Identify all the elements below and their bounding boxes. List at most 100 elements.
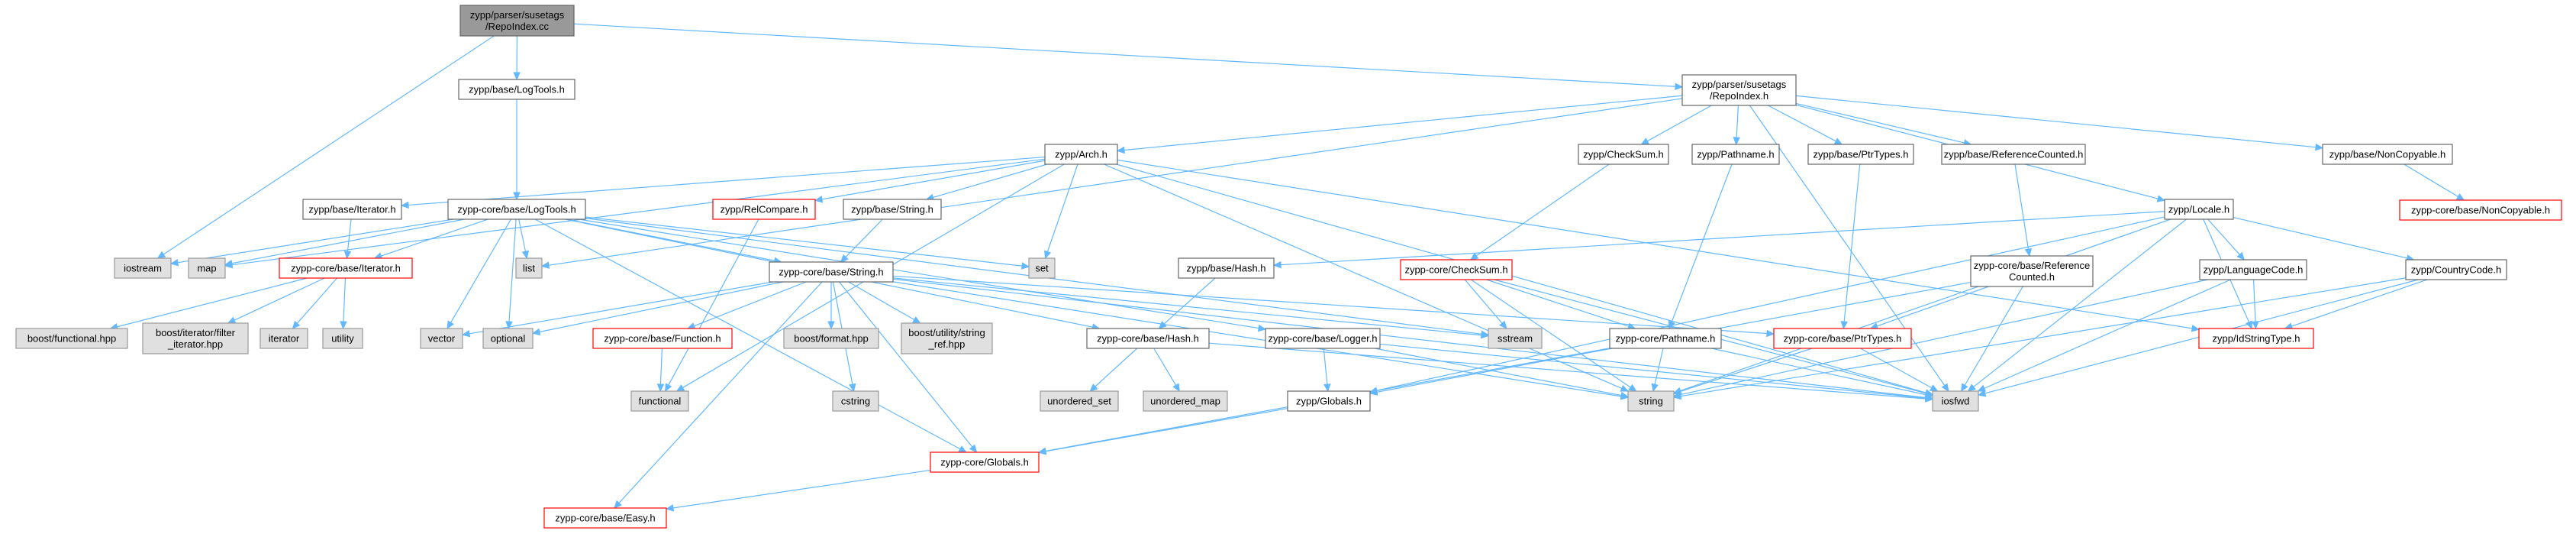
node-label: zypp-core/Pathname.h xyxy=(1616,333,1716,345)
graph-node-boost-filter-iter: boost/iterator/filter_iterator.hpp xyxy=(142,322,249,354)
graph-node-optional: optional xyxy=(482,328,534,349)
node-box xyxy=(2399,199,2562,221)
node-box xyxy=(1627,390,1675,412)
edge-core-logtools-to-list xyxy=(518,218,530,260)
edge-arch-to-string-std xyxy=(1104,163,1630,392)
graph-node-core-globals[interactable]: zypp-core/Globals.h xyxy=(930,451,1040,473)
graph-node-arch[interactable]: zypp/Arch.h xyxy=(1044,144,1118,165)
edge-locale-to-hash-h xyxy=(1272,211,2165,269)
edge-line xyxy=(469,281,773,335)
node-label: iosfwd xyxy=(1942,396,1970,407)
graph-node-core-checksum[interactable]: zypp-core/CheckSum.h xyxy=(1400,259,1513,280)
node-box xyxy=(515,257,543,279)
graph-node-core-iterator[interactable]: zypp-core/base/Iterator.h xyxy=(279,257,413,279)
node-box xyxy=(843,199,942,220)
edge-core-logtools-to-vector xyxy=(447,218,511,330)
graph-node-refcounted[interactable]: zypp/base/ReferenceCounted.h xyxy=(1941,144,2086,165)
edge-line xyxy=(1749,105,1946,386)
node-box xyxy=(630,390,689,412)
edge-ptrtypes-to-core-ptrtypes xyxy=(1840,163,1861,330)
graph-node-core-easy[interactable]: zypp-core/base/Easy.h xyxy=(543,507,667,529)
edge-line xyxy=(1486,279,1630,327)
graph-node-core-ptrtypes[interactable]: zypp-core/base/PtrTypes.h xyxy=(1773,328,1912,349)
edge-arrowhead xyxy=(656,384,665,393)
edge-core-globals-to-core-easy xyxy=(665,469,931,512)
edge-arrowhead xyxy=(686,322,696,329)
graph-node-core-hash[interactable]: zypp-core/base/Hash.h xyxy=(1086,328,1210,349)
edge-line xyxy=(1680,277,2407,397)
edge-arrowhead xyxy=(340,321,347,330)
edge-checksum-to-core-checksum xyxy=(1469,163,1610,261)
edge-zypp-globals-to-core-globals xyxy=(1037,407,1288,455)
edge-arrowhead xyxy=(1272,261,1282,269)
edge-repoindex-h-to-arch xyxy=(1116,95,1683,154)
graph-node-vector: vector xyxy=(420,328,463,349)
node-box xyxy=(2198,328,2314,349)
graph-node-core-string[interactable]: zypp-core/base/String.h xyxy=(769,261,894,283)
graph-node-idstringtype[interactable]: zypp/IdStringType.h xyxy=(2198,328,2314,349)
graph-node-countrycode[interactable]: zypp/CountryCode.h xyxy=(2405,259,2507,280)
edge-arrowhead xyxy=(1833,138,1843,145)
graph-node-core-pathname[interactable]: zypp-core/Pathname.h xyxy=(1609,328,1722,349)
node-label: zypp/base/ReferenceCounted.h xyxy=(1944,149,2084,160)
node-label: zypp/IdStringType.h xyxy=(2213,333,2300,345)
graph-node-string-h[interactable]: zypp/base/String.h xyxy=(843,199,942,220)
graph-node-checksum[interactable]: zypp/CheckSum.h xyxy=(1578,144,1669,165)
graph-node-root[interactable]: zypp/parser/susetags/RepoIndex.cc xyxy=(459,5,575,37)
edge-countrycode-to-idstringtype xyxy=(2284,279,2428,330)
graph-node-zypp-globals[interactable]: zypp/Globals.h xyxy=(1287,390,1371,412)
node-label: zypp/base/Hash.h xyxy=(1186,263,1265,274)
edge-line xyxy=(1376,216,2165,391)
edge-core-pathname-to-string-std xyxy=(1651,348,1664,393)
edge-locale-to-zypp-globals xyxy=(1369,216,2165,394)
graph-node-hash-h[interactable]: zypp/base/Hash.h xyxy=(1178,257,1275,279)
edge-line xyxy=(585,216,1023,267)
node-box xyxy=(1178,257,1275,279)
graph-node-noncopyable[interactable]: zypp/base/NonCopyable.h xyxy=(2322,144,2453,165)
node-box xyxy=(420,328,463,349)
edge-core-string-to-core-globals xyxy=(839,281,978,453)
graph-node-ptrtypes[interactable]: zypp/base/PtrTypes.h xyxy=(1807,144,1914,165)
graph-node-relcompare[interactable]: zypp/RelCompare.h xyxy=(712,199,816,220)
edge-line xyxy=(892,281,1622,397)
edge-logtools-to-core-logtools xyxy=(513,99,521,201)
graph-node-repoindex-h[interactable]: zypp/parser/susetags/RepoIndex.h xyxy=(1681,74,1797,106)
node-label: map xyxy=(197,263,216,274)
edge-line xyxy=(618,281,823,503)
graph-node-core-function[interactable]: zypp-core/base/Function.h xyxy=(592,328,733,349)
graph-node-core-refcounted[interactable]: zypp-core/base/ReferenceCounted.h xyxy=(1970,255,2094,287)
graph-node-core-noncopyable[interactable]: zypp-core/base/NonCopyable.h xyxy=(2399,199,2562,221)
edge-core-iterator-to-utility xyxy=(340,277,347,330)
graph-node-pathname[interactable]: zypp/Pathname.h xyxy=(1691,144,1780,165)
node-label: zypp-core/Globals.h xyxy=(940,457,1029,468)
node-label: zypp/CountryCode.h xyxy=(2411,264,2502,276)
graph-node-core-logger[interactable]: zypp-core/base/Logger.h xyxy=(1265,328,1381,349)
edge-core-logtools-to-iostream xyxy=(169,218,454,267)
edge-line xyxy=(1680,279,2208,396)
graph-node-logtools[interactable]: zypp/base/LogTools.h xyxy=(458,79,575,100)
edge-line xyxy=(450,218,511,323)
edge-arrowhead xyxy=(1089,384,1098,392)
node-box xyxy=(1681,74,1797,106)
graph-node-core-logtools[interactable]: zypp-core/base/LogTools.h xyxy=(447,199,586,220)
graph-node-languagecode[interactable]: zypp/LanguageCode.h xyxy=(2199,259,2307,280)
edge-pathname-to-core-pathname xyxy=(1668,163,1733,330)
node-label: sstream xyxy=(1498,333,1533,345)
edge-arrowhead xyxy=(292,320,301,329)
edge-arrowhead xyxy=(2252,321,2259,330)
edge-line xyxy=(892,275,1768,335)
edge-line xyxy=(508,218,517,322)
edge-core-string-to-core-easy xyxy=(614,281,823,509)
node-box xyxy=(302,199,402,220)
graph-node-locale[interactable]: zypp/Locale.h xyxy=(2164,199,2234,220)
edge-repoindex-h-to-list xyxy=(540,98,1683,269)
edge-line xyxy=(1208,342,1926,400)
node-label: zypp/base/String.h xyxy=(851,204,933,215)
node-box xyxy=(1932,390,1979,412)
graph-node-iterator[interactable]: zypp/base/Iterator.h xyxy=(302,199,402,220)
graph-node-boost-format: boost/format.hpp xyxy=(783,328,879,349)
edge-string-h-to-core-string xyxy=(840,218,883,263)
edge-line xyxy=(1768,105,1836,142)
edge-line xyxy=(163,35,495,255)
edge-arrowhead xyxy=(1929,384,1939,392)
